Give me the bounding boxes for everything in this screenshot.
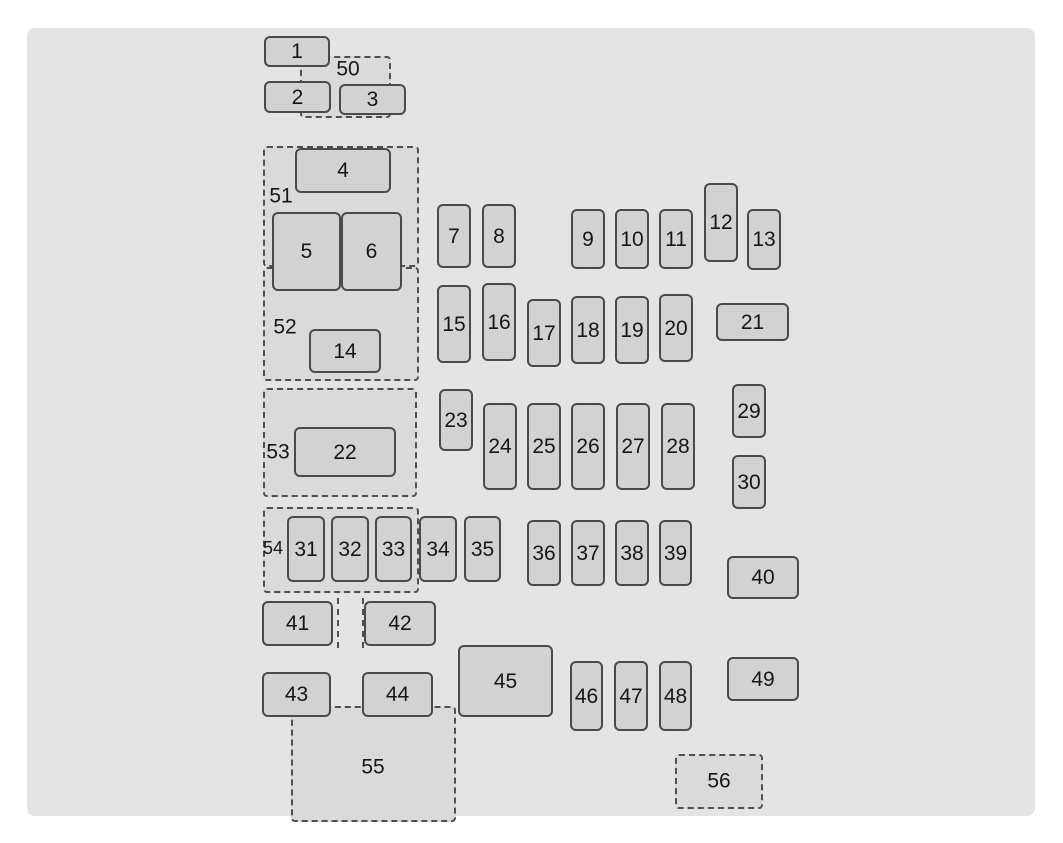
fuse-10: 10 [615, 209, 649, 269]
fuse-45: 45 [458, 645, 553, 717]
fuse-29: 29 [732, 384, 766, 438]
fuse-19: 19 [615, 296, 649, 364]
fuse-18: 18 [571, 296, 605, 364]
relay-group-53-label: 53 [266, 440, 290, 464]
fuse-36: 36 [527, 520, 561, 586]
fuse-17: 17 [527, 299, 561, 367]
fuse-26: 26 [571, 403, 605, 490]
fuse-34: 34 [419, 516, 457, 582]
fuse-16: 16 [482, 283, 516, 361]
fuse-37: 37 [571, 520, 605, 586]
relay-group-56-outline [675, 754, 763, 809]
fuse-6: 6 [341, 212, 402, 291]
fuse-44: 44 [362, 672, 433, 717]
fuse-41: 41 [262, 601, 333, 646]
relay-group-50-label: 50 [336, 57, 360, 81]
fuse-33: 33 [375, 516, 412, 582]
fuse-49: 49 [727, 657, 799, 701]
relay-group-52-label: 52 [273, 315, 297, 339]
fuse-7: 7 [437, 204, 471, 268]
fuse-11: 11 [659, 209, 693, 269]
fuse-4: 4 [295, 148, 391, 193]
fuse-8: 8 [482, 204, 516, 268]
fuse-42: 42 [364, 601, 436, 646]
fuse-47: 47 [614, 661, 648, 731]
dashed-connector [337, 598, 364, 648]
fuse-25: 25 [527, 403, 561, 490]
fuse-38: 38 [615, 520, 649, 586]
fuse-12: 12 [704, 183, 738, 262]
relay-group-51-label: 51 [269, 184, 293, 208]
fuse-15: 15 [437, 285, 471, 363]
fuse-1: 1 [264, 36, 330, 67]
fuse-24: 24 [483, 403, 517, 490]
fuse-20: 20 [659, 294, 693, 362]
relay-group-54-label: 54 [262, 538, 284, 558]
fuse-43: 43 [262, 672, 331, 717]
fuse-39: 39 [659, 520, 692, 586]
relay-group-55-outline [291, 706, 456, 822]
fuse-32: 32 [331, 516, 369, 582]
fuse-31: 31 [287, 516, 325, 582]
fuse-35: 35 [464, 516, 501, 582]
relay-group-55-label: 55 [361, 755, 385, 779]
fuse-48: 48 [659, 661, 692, 731]
fuse-2: 2 [264, 81, 331, 113]
fuse-46: 46 [570, 661, 603, 731]
fuse-5: 5 [272, 212, 341, 291]
fuse-9: 9 [571, 209, 605, 269]
fuse-21: 21 [716, 303, 789, 341]
relay-group-56-label: 56 [707, 769, 731, 793]
fuse-27: 27 [616, 403, 650, 490]
fuse-13: 13 [747, 209, 781, 270]
fuse-22: 22 [294, 427, 396, 477]
fuse-30: 30 [732, 455, 766, 509]
fuse-14: 14 [309, 329, 381, 373]
fuse-23: 23 [439, 389, 473, 451]
fuse-28: 28 [661, 403, 695, 490]
fuse-40: 40 [727, 556, 799, 599]
fuse-3: 3 [339, 84, 406, 115]
